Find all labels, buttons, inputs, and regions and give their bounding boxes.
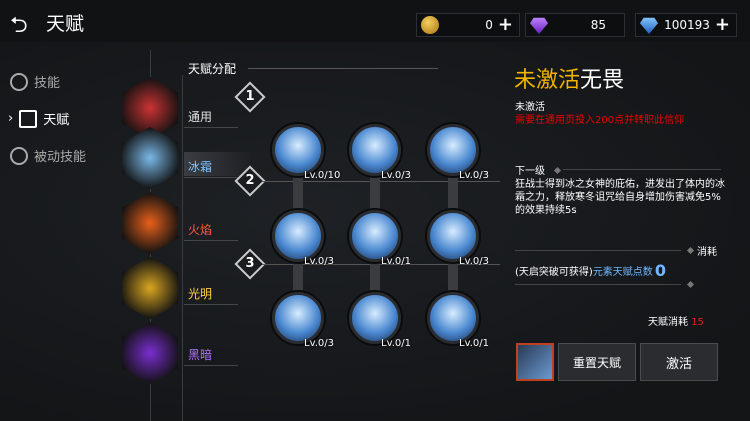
element-points: (天启突破可获得) 元素天赋点数 0 <box>515 261 666 280</box>
divider <box>563 169 721 170</box>
frost-item-icon[interactable] <box>516 343 554 381</box>
next-level-label: 下一级 <box>515 166 545 177</box>
branch-2-icon[interactable] <box>122 192 178 254</box>
talent-title: 未激活无畏 <box>514 62 624 94</box>
branch-tab-3[interactable]: 光明 <box>188 287 213 301</box>
branch-1-icon[interactable] <box>122 127 178 189</box>
branch-3-icon[interactable] <box>122 257 178 319</box>
purple-gem-value: 85 <box>590 18 606 32</box>
reset-talent-button[interactable]: 重置天赋 <box>558 343 636 381</box>
book-icon <box>19 109 38 128</box>
skill-level: Lv.0/3 <box>381 170 411 181</box>
divider <box>686 280 695 289</box>
divider <box>184 304 238 305</box>
ice-sphere-icon[interactable] <box>427 292 479 344</box>
element-prefix: (天启突破可获得) <box>515 267 593 278</box>
talent-name: 无畏 <box>580 68 625 93</box>
connector <box>293 176 303 210</box>
connector <box>370 176 380 210</box>
branch-4-icon[interactable] <box>122 322 178 384</box>
tier-line <box>262 181 500 182</box>
skill-level: Lv.0/3 <box>304 338 334 349</box>
skill-level: Lv.0/10 <box>304 170 341 181</box>
purple-gem-icon <box>530 17 548 34</box>
ice-blade-icon[interactable] <box>349 210 401 262</box>
sidebar-item-passive[interactable]: 被动技能 <box>10 146 86 165</box>
currency-purple: 85 <box>525 13 625 37</box>
status-text: 未激活 <box>515 102 545 113</box>
divider <box>184 365 238 366</box>
divider <box>248 68 438 69</box>
skill-icon <box>10 72 28 91</box>
branch-tab-4[interactable]: 黑暗 <box>188 348 213 362</box>
skill-level: Lv.0/3 <box>459 170 489 181</box>
talent-cost-value: 15 <box>691 317 704 328</box>
sidebar-item-label: 技能 <box>34 76 61 91</box>
currency-blue: 100193 + <box>635 13 737 37</box>
active-marker: › <box>8 111 14 126</box>
cost-label: 消耗 <box>697 247 717 258</box>
talent-section-heading: 天赋分配 <box>188 62 237 76</box>
talent-cost-label: 天赋消耗 <box>648 317 688 328</box>
ice-tornado-icon[interactable] <box>349 292 401 344</box>
skill-level: Lv.0/3 <box>459 256 489 267</box>
skill-level: Lv.0/1 <box>459 338 489 349</box>
blue-gem-value: 100193 <box>664 18 710 32</box>
gold-value: 0 <box>485 18 493 32</box>
divider <box>515 250 681 251</box>
ice-crystal-icon[interactable] <box>427 124 479 176</box>
branch-tab-0[interactable]: 通用 <box>188 110 213 124</box>
connector <box>293 262 303 292</box>
blue-gem-icon <box>640 17 658 34</box>
divider <box>553 166 562 175</box>
divider <box>184 127 238 128</box>
tier-number: 3 <box>245 256 255 271</box>
connector <box>448 176 458 210</box>
gold-coin-icon <box>421 16 439 34</box>
skill-level: Lv.0/3 <box>304 256 334 267</box>
requirement-text: 需要在通用页投入200点并转职此信仰 <box>515 115 685 126</box>
page-title: 天赋 <box>46 13 85 35</box>
top-bar <box>0 0 750 42</box>
activate-button[interactable]: 激活 <box>640 343 718 381</box>
frost-warrior-icon[interactable] <box>349 124 401 176</box>
frost-shield-icon[interactable] <box>272 292 324 344</box>
frost-swirl-icon[interactable] <box>272 210 324 262</box>
talent-status-title: 未激活 <box>514 68 581 93</box>
add-gold-button[interactable]: + <box>497 14 513 35</box>
sidebar-item-talent[interactable]: › 天赋 <box>8 109 69 128</box>
tier-line <box>262 264 500 265</box>
tier-number: 2 <box>245 173 255 188</box>
divider <box>184 240 238 241</box>
divider <box>515 284 681 285</box>
frost-hand-icon[interactable] <box>272 124 324 176</box>
tier-number: 1 <box>245 89 255 104</box>
divider <box>182 75 183 421</box>
frost-sword-icon[interactable] <box>427 210 479 262</box>
description-text: 狂战士得到冰之女神的庇佑，进发出了体内的冰霜之力，释放寒冬诅咒给自身增加伤害减免… <box>515 179 725 216</box>
sidebar-item-label: 被动技能 <box>34 150 87 165</box>
connector <box>448 262 458 292</box>
talent-cost: 天赋消耗 15 <box>648 313 704 328</box>
branch-tab-1[interactable]: 冰霜 <box>188 160 213 174</box>
passive-icon <box>10 146 28 165</box>
skill-level: Lv.0/1 <box>381 256 411 267</box>
branch-tab-2[interactable]: 火焰 <box>188 223 213 237</box>
back-arrow-icon[interactable]: ⮌ <box>10 13 28 38</box>
element-label: 元素天赋点数 <box>592 267 653 278</box>
sidebar-item-label: 天赋 <box>43 113 70 128</box>
divider <box>686 246 695 255</box>
connector <box>370 262 380 292</box>
add-blue-gem-button[interactable]: + <box>714 14 730 35</box>
divider <box>184 177 238 178</box>
sidebar-item-skills[interactable]: 技能 <box>10 72 60 91</box>
currency-gold: 0 + <box>416 13 520 37</box>
skill-level: Lv.0/1 <box>381 338 411 349</box>
element-value: 0 <box>654 261 666 280</box>
